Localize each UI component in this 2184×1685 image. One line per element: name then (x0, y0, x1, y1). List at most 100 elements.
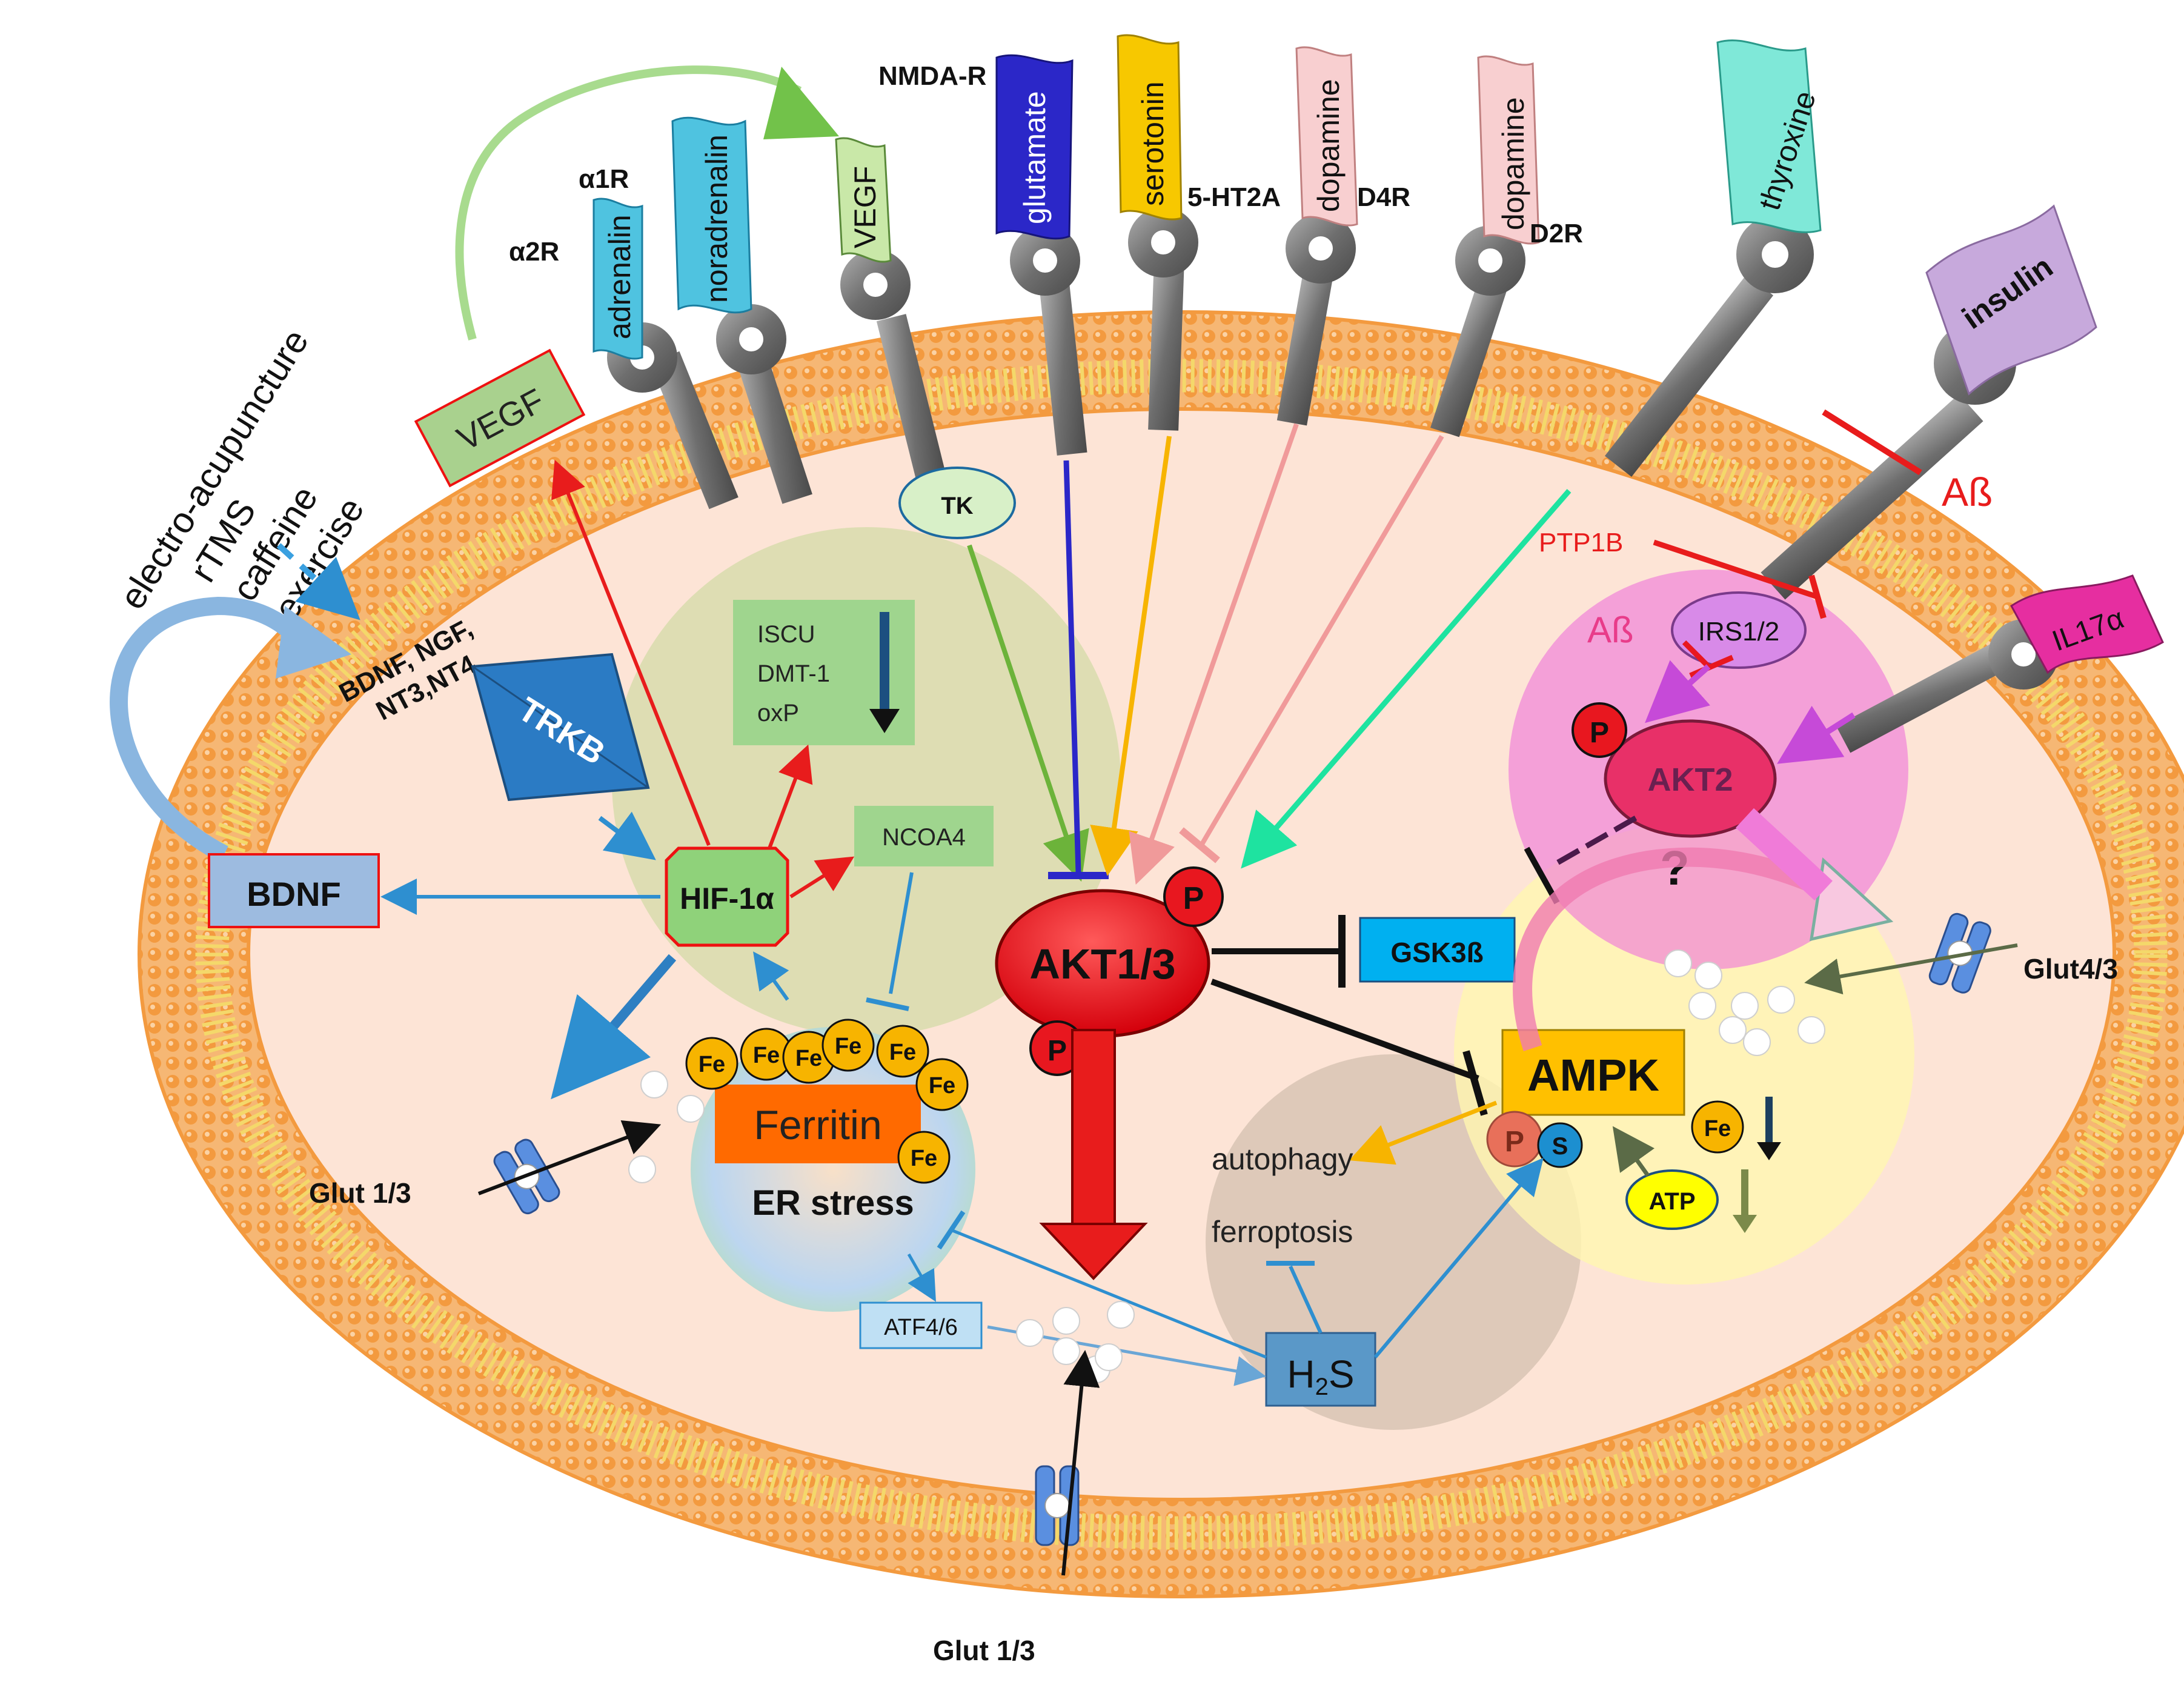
receptor-a2r: α2R (509, 237, 559, 267)
akt-big-red-arrow (1039, 1029, 1148, 1280)
hif-to-glut-arrow (551, 954, 677, 1100)
fe-atom-label: Fe (795, 1046, 822, 1071)
dopamine-d2-to-akt-inhibit (1197, 434, 1444, 850)
glut43-label: Glut4/3 (2023, 953, 2118, 985)
h2s-box: H2S (1265, 1332, 1376, 1407)
glucose-dot (1797, 1016, 1825, 1044)
ncoa4-to-ferritin-inhibit (889, 872, 914, 994)
ferritin-cluster: Ferritin ER stress (715, 1085, 921, 1223)
glutamate-to-akt-inhibit (1063, 460, 1081, 873)
glucose-dot (1694, 962, 1722, 989)
oxp-label: oxP (757, 700, 799, 726)
glut13-left-label: Glut 1/3 (309, 1177, 411, 1209)
fe-atom (897, 1131, 951, 1184)
fe-atom (821, 1019, 875, 1072)
akt2-node: AKT2 (1604, 719, 1777, 838)
key-dopamine-d4 (1276, 213, 1356, 426)
glut-right-transporter (1928, 912, 1991, 994)
glucose-dot (1743, 1028, 1771, 1056)
akt2-inhibit-bar (1524, 846, 1560, 905)
bdnf-label: BDNF (247, 875, 341, 913)
abeta-mid-label: Aß (1587, 610, 1634, 650)
ligand-glutamate: glutamate (1018, 91, 1052, 224)
irs-label: IRS1/2 (1698, 617, 1780, 646)
glucose-dot (1688, 992, 1716, 1020)
fe-atom-label: Fe (699, 1052, 725, 1077)
glucose-dot (1767, 986, 1795, 1014)
ferritin-label: Ferritin (754, 1102, 882, 1148)
key-serotonin (1128, 207, 1198, 431)
akt13-node: AKT1/3 (995, 889, 1210, 1038)
phospho-p-top: P (1183, 881, 1204, 916)
tk-to-akt-arrow (967, 544, 1089, 882)
bdnf-loop-arrowhead (276, 606, 351, 679)
ampk-fe: Fe (1691, 1097, 1781, 1160)
fe-atom (876, 1025, 929, 1078)
abeta-block-insulin (1822, 409, 1922, 476)
ptp1b-label: PTP1B (1539, 528, 1623, 557)
tk-label: TK (941, 493, 973, 519)
h2s-label: H2S (1287, 1352, 1354, 1400)
vegf-loop-arrowhead (763, 67, 839, 139)
flag-noradrenalin: noradrenalin (671, 116, 752, 314)
er-stress-label: ER stress (752, 1183, 914, 1223)
flag-insulin: insulin (1925, 204, 2097, 396)
er-inhibit-bar (937, 1210, 966, 1250)
ampk-inhibit-bar (1462, 1050, 1488, 1116)
glut-left-arrow (477, 1120, 662, 1195)
dmt1-label: DMT-1 (757, 660, 830, 687)
fe-atom-label: Fe (889, 1040, 916, 1065)
receptor-d2r: D2R (1530, 219, 1583, 248)
ferroptosis-label: ferroptosis (1212, 1215, 1353, 1249)
fe-atom-label: Fe (911, 1146, 937, 1171)
ferritin-to-hif-arrow (753, 951, 789, 1001)
fe-atom (915, 1058, 969, 1111)
gsk3b-box: GSK3ß (1359, 917, 1516, 983)
flag-dopamine-d2: dopamine (1477, 55, 1540, 245)
flag-dopamine-d4: dopamine (1295, 46, 1358, 227)
er-to-atf-arrow (907, 1253, 936, 1302)
serotonin-to-akt-arrow (1090, 436, 1172, 876)
glucose-dot (1664, 949, 1692, 977)
ncoa4-box: NCOA4 (854, 806, 994, 866)
h2s-to-er-inhibit (951, 1228, 1267, 1359)
receptor-a1r: α1R (579, 164, 629, 194)
ncoa4-inhibit-bar (866, 997, 909, 1011)
hif-to-ncoa4-arrow (789, 856, 855, 899)
key-dopamine-d2 (1430, 225, 1525, 437)
atp-node: ATP (1625, 1169, 1757, 1233)
ncoa4-label: NCOA4 (882, 824, 966, 851)
ampk-label: AMPK (1527, 1050, 1659, 1100)
ligand-adrenalin: adrenalin (603, 214, 637, 339)
flag-vegf-ligand: VEGF (835, 137, 892, 263)
hif-to-vegf-arrow (551, 459, 711, 846)
gsk3b-label: GSK3ß (1390, 937, 1483, 968)
ligand-serotonin: serotonin (1136, 81, 1170, 206)
flag-il17: IL17α (2010, 574, 2164, 674)
akt-to-ampk-inhibit (1210, 979, 1479, 1082)
glucose-dot (1016, 1319, 1044, 1347)
receptor-d4r: D4R (1357, 182, 1410, 212)
fe-atom-label: Fe (835, 1034, 861, 1059)
ampk-to-autophagy-arrow (1349, 1100, 1498, 1165)
atp-to-ampk-arrow (1612, 1126, 1655, 1177)
tk-node: TK (898, 467, 1016, 539)
fe-atom-label: Fe (929, 1073, 955, 1098)
atf-box: ATF4/6 (859, 1301, 983, 1349)
key-thyroxine (1604, 216, 1814, 477)
ampk-phospho: P (1486, 1111, 1543, 1168)
akt2-p-label: P (1590, 717, 1609, 749)
glut-bottom-arrow (1061, 1350, 1100, 1576)
akt13-label: AKT1/3 (1029, 940, 1175, 988)
akt13-phospho-top: P (1163, 866, 1224, 927)
akt2-down-pink-arrow (1736, 808, 1833, 901)
key-noradrenalin (716, 304, 812, 504)
akt2-phospho: P (1572, 702, 1627, 758)
atp-label: ATP (1648, 1188, 1695, 1215)
trkb-receptor: TRKB (471, 653, 650, 802)
glucose-dot (1107, 1301, 1135, 1329)
h2s-to-ferroptosis-inhibit (1289, 1265, 1323, 1334)
abeta-top-label: Aß (1942, 470, 1993, 514)
ampk-p-label: P (1505, 1126, 1524, 1158)
